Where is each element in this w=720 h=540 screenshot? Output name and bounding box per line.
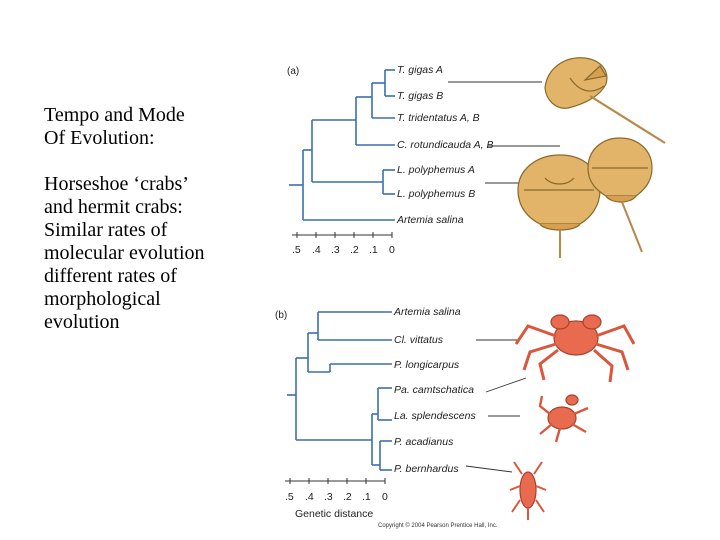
taxon-label: Artemia salina — [396, 214, 464, 226]
taxon-label: L. polyphemus A — [397, 164, 475, 176]
slide-body-line-4: molecular evolution — [44, 242, 205, 264]
taxon-label: P. acadianus — [394, 436, 454, 448]
scale-tick: .2 — [350, 244, 359, 256]
taxon-label: P. longicarpus — [394, 359, 460, 371]
panel-b-taxa: Artemia salina Cl. vittatus P. longicarp… — [393, 306, 476, 475]
scale-tick: .1 — [362, 491, 371, 503]
taxon-label: T. gigas A — [397, 64, 443, 76]
scale-tick: .3 — [331, 244, 340, 256]
slide-body-line-3: Similar rates of — [44, 219, 168, 241]
taxon-label: P. bernhardus — [394, 463, 459, 475]
taxon-label: La. splendescens — [394, 410, 476, 422]
scale-tick: .3 — [324, 491, 333, 503]
copyright-text: Copyright © 2004 Pearson Prentice Hall, … — [378, 522, 498, 529]
taxon-label: T. gigas B — [397, 90, 443, 102]
slide-body-line-2: and hermit crabs: — [44, 196, 183, 218]
scale-tick: .4 — [305, 491, 314, 503]
panel-a-taxa: T. gigas A T. gigas B T. tridentatus A, … — [396, 64, 494, 226]
panel-a-pointers — [448, 81, 560, 184]
scale-tick: .1 — [369, 244, 378, 256]
scale-tick: .4 — [312, 244, 321, 256]
panel-b-scale: .5 .4 .3 .2 .1 0 Genetic distance — [285, 478, 388, 520]
panel-a-tree — [289, 69, 395, 221]
taxon-label: Cl. vittatus — [394, 334, 444, 346]
panel-a-label: (a) — [287, 66, 299, 77]
panel-b-tree — [287, 311, 392, 471]
taxon-label: Pa. camtschatica — [394, 384, 474, 396]
panel-a-scale: .5 .4 .3 .2 .1 0 — [292, 232, 395, 256]
scale-tick: .2 — [343, 491, 352, 503]
panel-b-label: (b) — [275, 310, 287, 321]
taxon-label: Artemia salina — [393, 306, 461, 318]
slide-body-line-5: different rates of — [44, 265, 177, 287]
slide-title-line-1: Tempo and Mode — [44, 104, 185, 126]
slide-text: Tempo and Mode Of Evolution: Horseshoe ‘… — [44, 104, 254, 334]
panel-b-pointers — [465, 339, 527, 473]
scale-tick: .5 — [285, 491, 294, 503]
hermit-crab-illustration — [509, 314, 636, 520]
scale-tick: .5 — [292, 244, 301, 256]
slide-body-line-7: evolution — [44, 311, 120, 333]
taxon-label: L. polyphemus B — [397, 188, 475, 200]
slide-body-line-1: Horseshoe ‘crabs’ — [44, 173, 189, 195]
slide-title-line-2: Of Evolution: — [44, 127, 155, 149]
axis-label: Genetic distance — [295, 508, 373, 520]
scale-tick: 0 — [389, 244, 395, 256]
taxon-label: T. tridentatus A, B — [397, 112, 480, 124]
taxon-label: C. rotundicauda A, B — [397, 139, 494, 151]
scale-tick: 0 — [382, 491, 388, 503]
horseshoe-crab-illustration — [517, 57, 666, 258]
slide-body-line-6: morphological — [44, 288, 161, 310]
